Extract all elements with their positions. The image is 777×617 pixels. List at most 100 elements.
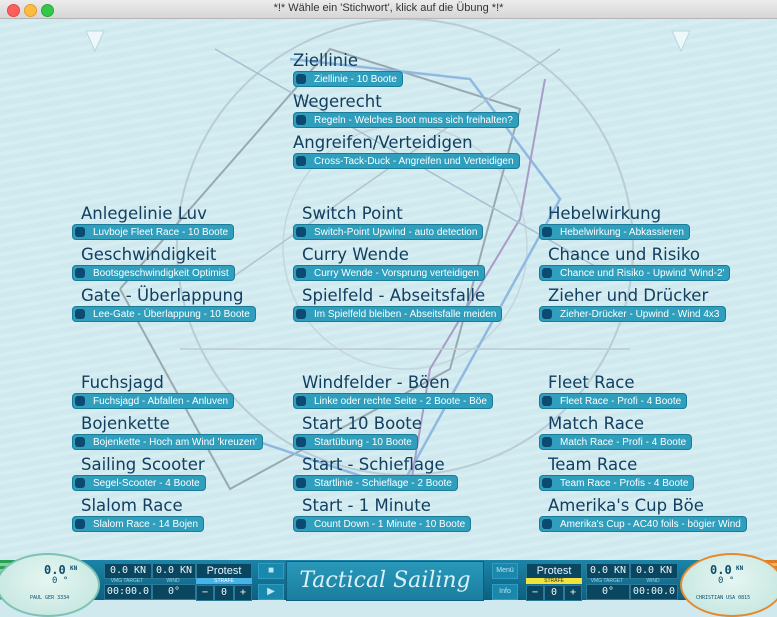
close-window-button[interactable] — [7, 4, 20, 17]
exercise-icon — [542, 437, 552, 447]
exercise-switch-point-button[interactable]: Switch-Point Upwind - auto detection — [293, 224, 484, 240]
group-right-upper: Hebelwirkung Hebelwirkung - Abkassieren … — [539, 204, 731, 328]
wind-arrow-left-icon — [85, 30, 105, 53]
right-protest-button[interactable]: Protest — [526, 563, 582, 579]
group-left-upper: Anlegelinie Luv Luvboje Fleet Race - 10 … — [72, 205, 256, 328]
left-boat-gauge: 0.0 KN 0 ° PAUL GER 3334 — [0, 553, 100, 617]
left-strafe-count: 0 — [214, 585, 234, 601]
exercise-start-schieflage-button[interactable]: Startlinie - Schieflage - 2 Boote — [293, 475, 458, 491]
info-button[interactable]: Info — [492, 584, 518, 600]
right-strafe-count: 0 — [544, 585, 564, 601]
left-wind-speed: 0.0 KN — [152, 563, 196, 579]
heading-match-race: Match Race — [548, 414, 645, 433]
heading-bojenkette: Bojenkette — [81, 414, 170, 433]
exercise-spielfeld-button[interactable]: Im Spielfeld bleiben - Abseitsfalle meid… — [293, 306, 503, 322]
exercise-label: Amerika's Cup - AC40 foils - bögier Wind — [560, 518, 741, 530]
heading-wegerecht: Wegerecht — [293, 92, 382, 111]
exercise-label: Cross-Tack-Duck - Angreifen und Verteidi… — [314, 155, 514, 167]
exercise-icon — [296, 437, 306, 447]
exercise-americas-cup-button[interactable]: Amerika's Cup - AC40 foils - bögier Wind — [539, 516, 747, 532]
exercise-fleet-race-button[interactable]: Fleet Race - Profi - 4 Boote — [539, 393, 688, 409]
group-right-lower: Fleet Race Fleet Race - Profi - 4 Boote … — [539, 374, 747, 538]
exercise-label: Fuchsjagd - Abfallen - Anluven — [93, 395, 229, 407]
exercise-label: Linke oder rechte Seite - 2 Boote - Böe — [314, 395, 487, 407]
regatta-field-background — [0, 19, 777, 560]
exercise-fuchsjagd-button[interactable]: Fuchsjagd - Abfallen - Anluven — [72, 393, 235, 409]
exercise-chance-risiko-button[interactable]: Chance und Risiko - Upwind 'Wind-2' — [539, 265, 731, 281]
exercise-icon — [542, 268, 552, 278]
play-button[interactable]: ▶ — [258, 584, 284, 600]
exercise-sailing-scooter-button[interactable]: Segel-Scooter - 4 Boote — [72, 475, 206, 491]
left-strafe-plus-button[interactable]: + — [234, 585, 252, 601]
exercise-hebelwirkung-button[interactable]: Hebelwirkung - Abkassieren — [539, 224, 690, 240]
exercise-icon — [542, 309, 552, 319]
exercise-geschwindigkeit-button[interactable]: Bootsgeschwindigkeit Optimist — [72, 265, 235, 281]
exercise-bojenkette-button[interactable]: Bojenkette - Hoch am Wind 'kreuzen' — [72, 434, 263, 450]
left-strafe-minus-button[interactable]: − — [196, 585, 214, 601]
exercise-icon — [75, 309, 85, 319]
left-strafe-label: STRAFE — [196, 578, 252, 584]
tactical-sailing-logo: Tactical Sailing — [286, 561, 484, 601]
exercise-icon — [75, 396, 85, 406]
exercise-icon — [542, 519, 552, 529]
exercise-slalom-race-button[interactable]: Slalom Race - 14 Bojen — [72, 516, 205, 532]
exercise-curry-wende-button[interactable]: Curry Wende - Vorsprung verteidigen — [293, 265, 485, 281]
right-strafe-minus-button[interactable]: − — [526, 585, 544, 601]
exercise-label: Slalom Race - 14 Bojen — [93, 518, 199, 530]
left-protest-button[interactable]: Protest — [196, 563, 252, 579]
heading-curry-wende: Curry Wende — [302, 245, 409, 264]
heading-spielfeld: Spielfeld - Abseitsfalle — [302, 286, 486, 305]
heading-chance-risiko: Chance und Risiko — [548, 245, 700, 264]
exercise-wegerecht-button[interactable]: Regeln - Welches Boot muss sich freihalt… — [293, 112, 519, 128]
exercise-icon — [296, 268, 306, 278]
heading-hebelwirkung: Hebelwirkung — [548, 204, 662, 223]
exercise-label: Bootsgeschwindigkeit Optimist — [93, 267, 229, 279]
heading-geschwindigkeit: Geschwindigkeit — [81, 245, 217, 264]
exercise-anlegelinie-button[interactable]: Luvboje Fleet Race - 10 Boote — [72, 224, 235, 240]
left-wind-label: WIND — [166, 578, 180, 584]
exercise-windfelder-button[interactable]: Linke oder rechte Seite - 2 Boote - Böe — [293, 393, 493, 409]
exercise-label: Luvboje Fleet Race - 10 Boote — [93, 226, 229, 238]
exercise-icon — [542, 227, 552, 237]
exercise-label: Regeln - Welches Boot muss sich freihalt… — [314, 114, 513, 126]
heading-sailing-scooter: Sailing Scooter — [81, 455, 205, 474]
exercise-start-1-minute-button[interactable]: Count Down - 1 Minute - 10 Boote — [293, 516, 472, 532]
exercise-ziellinie-button[interactable]: Ziellinie - 10 Boote — [293, 71, 403, 87]
exercise-icon — [75, 478, 85, 488]
right-vmg-speed: 0.0 KN — [586, 563, 630, 579]
exercise-match-race-button[interactable]: Match Race - Profi - 4 Boote — [539, 434, 693, 450]
heading-fuchsjagd: Fuchsjagd — [81, 373, 164, 392]
exercise-label: Chance und Risiko - Upwind 'Wind-2' — [560, 267, 725, 279]
minimize-window-button[interactable] — [24, 4, 37, 17]
exercise-label: Bojenkette - Hoch am Wind 'kreuzen' — [93, 436, 257, 448]
zoom-window-button[interactable] — [41, 4, 54, 17]
exercise-icon — [296, 478, 306, 488]
exercise-zieher-druecker-button[interactable]: Zieher-Drücker - Upwind - Wind 4x3 — [539, 306, 726, 322]
menu-button[interactable]: Menü — [492, 563, 518, 579]
exercise-icon — [296, 115, 306, 125]
heading-switch-point: Switch Point — [302, 204, 403, 223]
stop-button[interactable]: ■ — [258, 563, 284, 579]
logo-text: Tactical Sailing — [299, 568, 471, 593]
exercise-icon — [542, 478, 552, 488]
heading-start-schieflage: Start - Schieflage — [302, 455, 445, 474]
exercise-start-10-boote-button[interactable]: Startübung - 10 Boote — [293, 434, 418, 450]
heading-anlegelinie-luv: Anlegelinie Luv — [81, 204, 207, 223]
exercise-angreifen-button[interactable]: Cross-Tack-Duck - Angreifen und Verteidi… — [293, 153, 520, 169]
exercise-label: Im Spielfeld bleiben - Abseitsfalle meid… — [314, 308, 497, 320]
right-strafe-plus-button[interactable]: + — [564, 585, 582, 601]
exercise-label: Startlinie - Schieflage - 2 Boote — [314, 477, 452, 489]
right-wind-speed: 0.0 KN — [630, 563, 678, 579]
exercise-gate-button[interactable]: Lee-Gate - Überlappung - 10 Boote — [72, 306, 256, 322]
exercise-icon — [296, 227, 306, 237]
exercise-icon — [75, 519, 85, 529]
course-path-blue — [249, 57, 562, 491]
left-boat-speed: 0.0 — [44, 563, 66, 577]
left-boat-speed-unit: KN — [70, 565, 78, 572]
heading-windfelder: Windfelder - Böen — [302, 373, 450, 392]
exercise-label: Startübung - 10 Boote — [314, 436, 412, 448]
right-vmg-label: VMG TARGET — [590, 578, 624, 584]
exercise-team-race-button[interactable]: Team Race - Profis - 4 Boote — [539, 475, 695, 491]
right-boat-name: CHRISTIAN USA 0815 — [696, 595, 751, 601]
exercise-label: Team Race - Profis - 4 Boote — [560, 477, 689, 489]
